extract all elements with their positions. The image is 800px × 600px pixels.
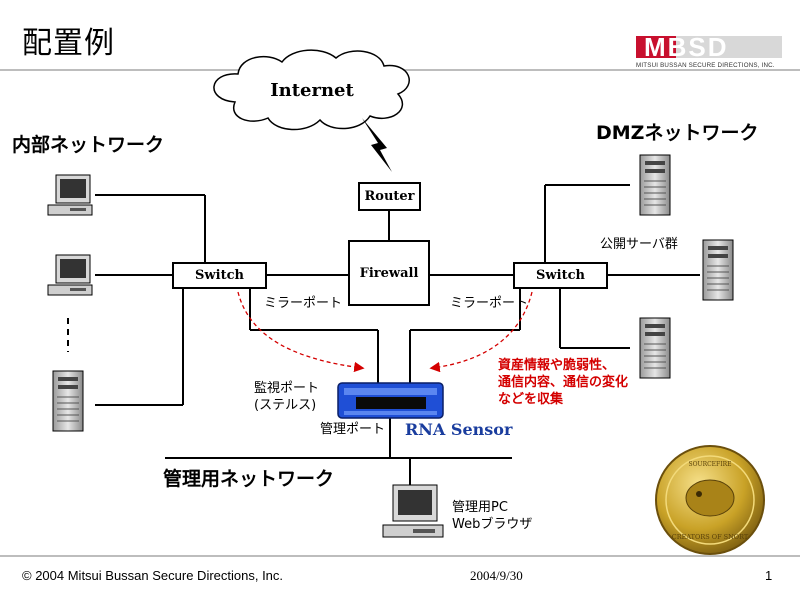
server-icon [702,239,734,301]
logo-text: MBSD [644,32,729,62]
internal-network-label: 内部ネットワーク [12,134,165,156]
switch-left-node: Switch [172,262,267,289]
switch-right-node: Switch [513,262,608,289]
router-node: Router [358,182,421,211]
monitor-port-label: 監視ポート [254,381,320,396]
collection-note-line-3: などを収集 [498,392,564,407]
server-icon [639,154,671,216]
badge-top-text: SOURCEFIRE [688,461,731,468]
collection-note-line-2: 通信内容、通信の変化 [498,375,629,390]
page-number: 1 [765,568,773,583]
management-pc-icon [382,484,444,538]
internet-label: Internet [270,80,354,101]
mirror-arrow-right [429,291,533,373]
footer-copyright: © 2004 Mitsui Bussan Secure Directions, … [22,568,284,583]
footer-divider [0,555,800,557]
internet-cloud [213,49,410,131]
public-servers-label: 公開サーバ群 [600,237,678,252]
mirror-arrow-left [237,291,365,373]
web-browser-label: Webブラウザ [452,517,533,532]
rna-sensor-device [337,382,444,419]
collection-note: 資産情報や脆弱性、 通信内容、通信の変化 などを収集 [498,357,628,408]
logo-shape [636,36,782,58]
stealth-label: (ステルス) [254,398,317,413]
lightning-icon [362,118,392,172]
footer-date: 2004/9/30 [470,568,523,583]
network-links [67,184,700,485]
pc-icon [47,254,93,296]
sourcefire-badge [655,445,765,555]
logo-subtitle: MITSUI BUSSAN SECURE DIRECTIONS, INC. [636,62,775,69]
logo-mark: MBSD [636,34,782,60]
management-port-label: 管理ポート [320,422,386,437]
pc-icon [47,174,93,216]
company-logo: MBSD MITSUI BUSSAN SECURE DIRECTIONS, IN… [636,34,782,69]
mirror-port-left-label: ミラーポート [264,296,343,311]
mirror-port-right-label: ミラーポート [450,296,529,311]
badge-bottom-text: CREATORS OF SNORT [672,533,749,541]
dmz-network-label: DMZネットワーク [596,122,759,144]
firewall-node: Firewall [348,240,430,306]
page-title: 配置例 [22,26,115,61]
server-icon [639,317,671,379]
collection-note-line-1: 資産情報や脆弱性、 [498,358,616,373]
rna-sensor-label: RNA Sensor [405,420,513,439]
management-network-label: 管理用ネットワーク [163,468,335,490]
server-icon [52,370,84,432]
management-pc-label: 管理用PC [452,500,508,515]
